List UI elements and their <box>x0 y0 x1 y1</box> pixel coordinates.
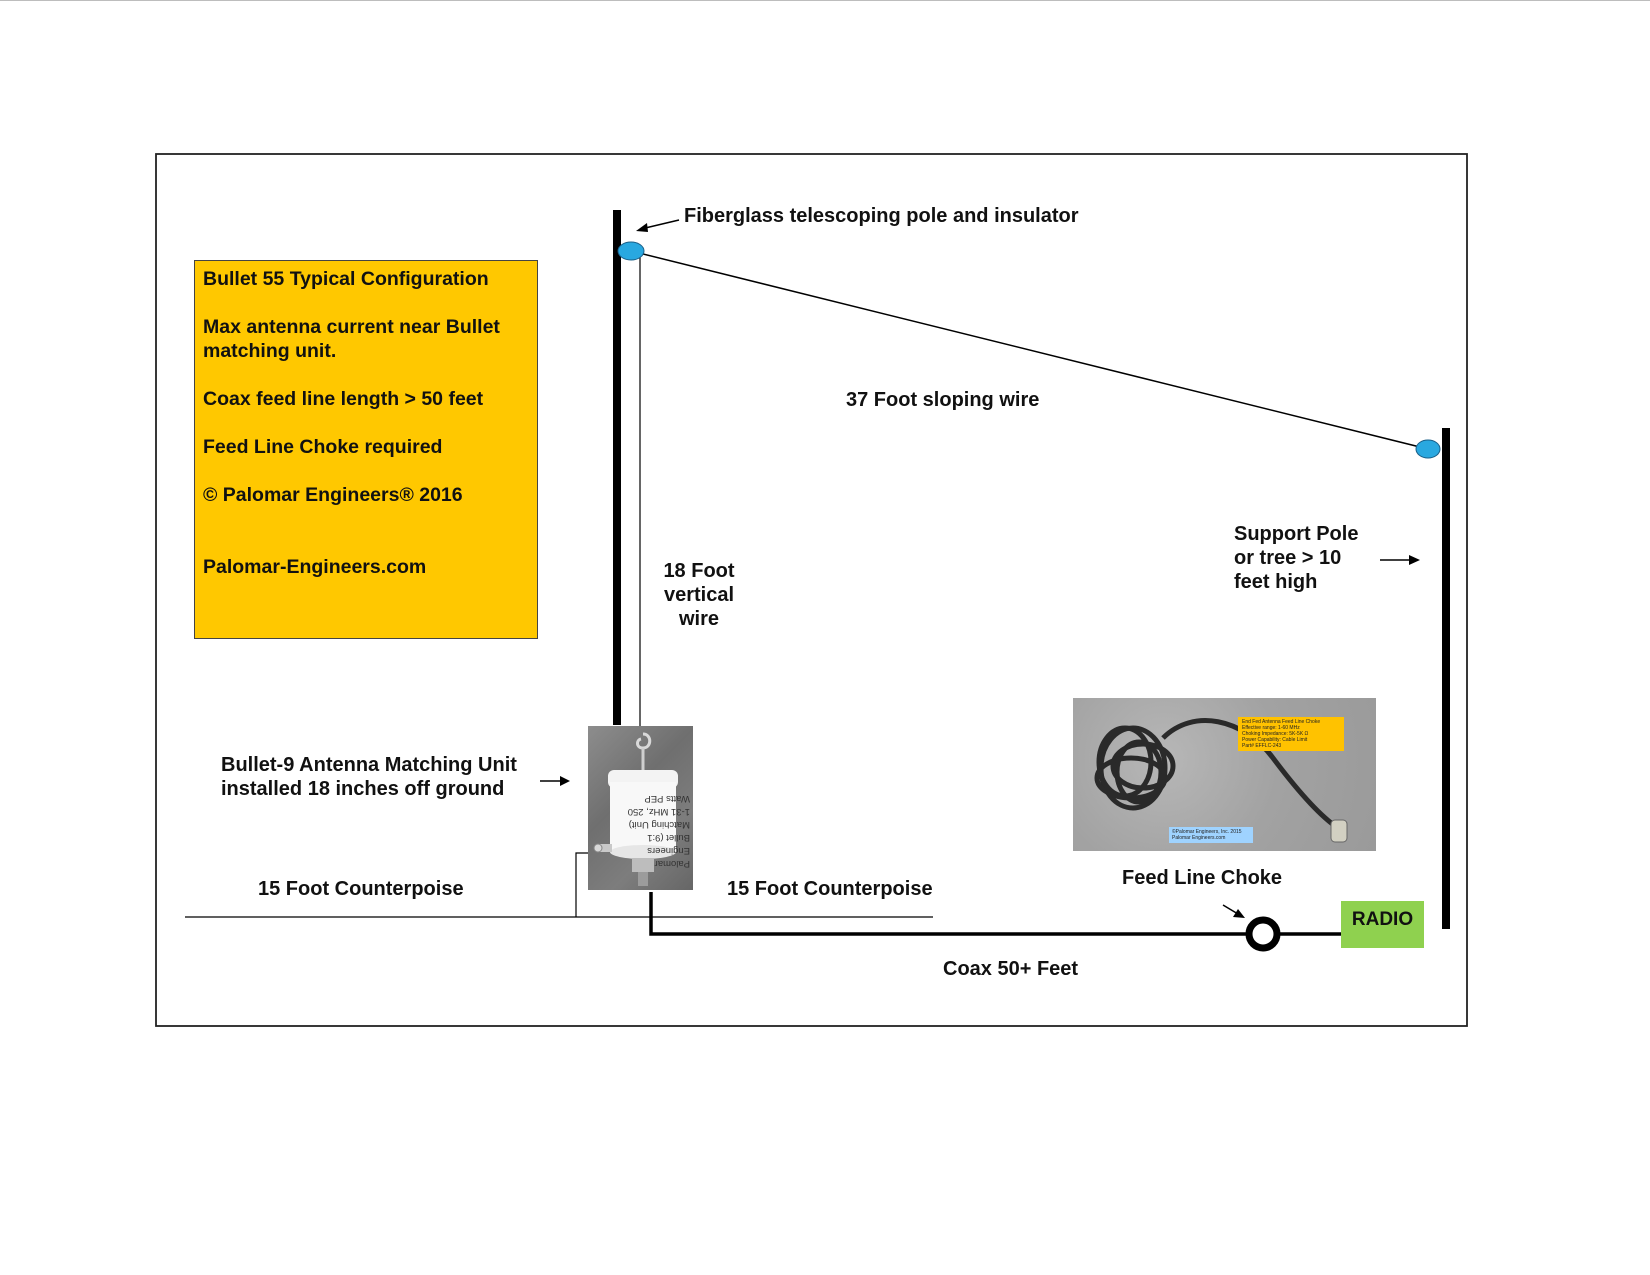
choke-ring-icon <box>1245 916 1281 952</box>
choke-coil-illustration <box>1094 718 1348 843</box>
coax-line <box>649 892 1250 936</box>
choke-tag-line-2: Effective range: 1-60 MHz <box>1242 725 1300 731</box>
choke-tag2-line-2: Palomar Engineers.com <box>1172 835 1226 841</box>
support-pole-label-3: feet high <box>1234 571 1318 593</box>
unit-text-2: Bullet (9:1 Matching Unit) <box>628 819 690 843</box>
support-pole-label-1: Support Pole <box>1234 523 1359 545</box>
vertical-wire-label: 18 Foot vertical wire <box>662 559 736 631</box>
choke-copyright-tag: ©Palomar Engineers, Inc. 2015 Palomar En… <box>1169 827 1253 843</box>
counterpoise-left-label: 15 Foot Counterpoise <box>258 878 464 900</box>
unit-text-1: Palomar Engineers <box>647 845 690 869</box>
page-top-rule <box>0 0 1650 1</box>
matching-unit-label-2: installed 18 inches off ground <box>221 778 505 800</box>
radio-label: RADIO <box>1351 909 1414 930</box>
choke-tag-line-4: Power Capability: Cable Limit <box>1242 737 1308 743</box>
info-line-2: matching unit. <box>203 340 337 362</box>
choke-tag2-line-1: ©Palomar Engineers, Inc. 2015 <box>1172 829 1242 835</box>
vertical-wire-label-1: 18 Foot <box>663 560 735 582</box>
choke-tag-line-3: Choking Impedance: 5K-5K Ω <box>1242 731 1309 737</box>
pole-insulator-label: Fiberglass telescoping pole and insulato… <box>684 205 1079 227</box>
info-line-1: Max antenna current near Bullet <box>203 316 500 338</box>
matching-unit-photo: Palomar Engineers Bullet (9:1 Matching U… <box>588 726 693 890</box>
info-title: Bullet 55 Typical Configuration <box>203 268 489 290</box>
choke-photo: End Fed Antenna Feed Line Choke Effectiv… <box>1073 698 1376 851</box>
counterpoise-lead <box>575 852 589 917</box>
info-box: Bullet 55 Typical Configuration Max ante… <box>194 260 538 639</box>
choke-tag-line-1: End Fed Antenna Feed Line Choke <box>1242 719 1321 725</box>
counterpoise-right-label: 15 Foot Counterpoise <box>727 878 933 900</box>
info-line-3: Coax feed line length > 50 feet <box>203 388 484 410</box>
vertical-wire-label-2: vertical <box>663 584 735 606</box>
choke-spec-tag: End Fed Antenna Feed Line Choke Effectiv… <box>1238 717 1344 751</box>
radio-box: RADIO <box>1341 901 1424 948</box>
matching-unit-label: Bullet-9 Antenna Matching Unit installed… <box>221 753 517 801</box>
support-pole-label: Support Pole or tree > 10 feet high <box>1234 522 1358 594</box>
hook-icon <box>636 732 652 750</box>
insulator-top <box>617 241 645 261</box>
info-line-4: Feed Line Choke required <box>203 436 443 458</box>
info-line-6: Palomar-Engineers.com <box>203 556 427 578</box>
support-pole-label-2: or tree > 10 <box>1234 547 1342 569</box>
matching-unit-label-1: Bullet-9 Antenna Matching Unit <box>221 754 517 776</box>
info-line-5: © Palomar Engineers® 2016 <box>203 484 463 506</box>
choke-arrow <box>1222 904 1239 915</box>
coax-label: Coax 50+ Feet <box>943 958 1079 980</box>
choke-tag-line-5: Part# EFFLC-243 <box>1242 743 1282 749</box>
unit-text-3: 1-31 MHz, 250 Watts PEP <box>627 793 690 817</box>
matching-unit-printed-text: Palomar Engineers Bullet (9:1 Matching U… <box>610 792 690 870</box>
sloping-wire-label: 37 Foot sloping wire <box>846 389 1040 411</box>
vertical-wire-label-3: wire <box>678 608 720 630</box>
sloping-wire <box>630 250 1429 450</box>
insulator-support <box>1415 439 1441 459</box>
diagram-frame <box>155 153 1468 1027</box>
matching-unit-illustration <box>593 732 678 886</box>
feed-line-choke-label: Feed Line Choke <box>1122 867 1283 889</box>
